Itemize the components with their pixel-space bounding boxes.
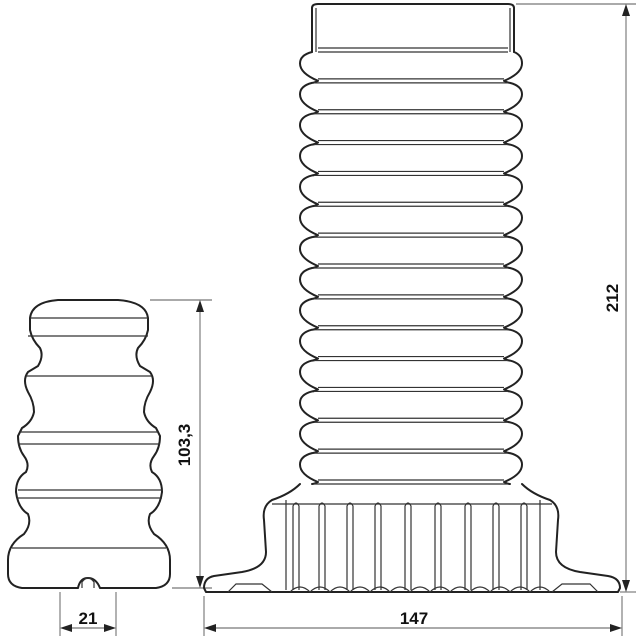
boot-flange-inner: [272, 500, 552, 590]
base-scallop: [529, 586, 551, 593]
base-scallop: [509, 586, 531, 593]
base-scallop: [429, 586, 451, 593]
base-scallop: [389, 586, 411, 593]
bump-height-label: 103,3: [175, 424, 194, 467]
base-scallop: [469, 586, 491, 593]
base-scallop: [349, 586, 371, 593]
boot-width-label: 147: [400, 609, 428, 628]
flange-rib: [492, 502, 500, 590]
flange-rib: [292, 502, 300, 590]
flange-rib: [520, 502, 528, 590]
flange-rib: [434, 502, 442, 590]
boot-base-lip: [227, 583, 599, 593]
base-scallop: [409, 586, 431, 593]
boot-bellows-folds: [314, 78, 508, 485]
base-scallop: [489, 586, 511, 593]
boot-flange: [203, 483, 621, 593]
base-scallop: [309, 586, 331, 593]
boot-height-dimension: [516, 3, 636, 593]
flange-rib: [464, 502, 472, 590]
flange-rib: [374, 502, 382, 590]
flange-rib: [404, 502, 412, 590]
boot-bellows-left: [299, 51, 319, 485]
boot-bellows-right: [503, 51, 523, 485]
boot-height-label: 212: [603, 284, 622, 312]
base-scallop: [449, 586, 471, 593]
flange-rib: [318, 502, 326, 590]
base-scallop: [329, 586, 351, 593]
boot-width-dimension: [203, 596, 623, 636]
bump-stop: [7, 299, 171, 589]
bump-hole-notch: [81, 577, 95, 588]
dust-boot: [203, 3, 621, 593]
base-scallop: [369, 586, 391, 593]
boot-flange-ribs: [292, 502, 528, 590]
boot-neck: [311, 3, 515, 53]
bump-hole-label: 21: [79, 609, 98, 628]
bump-hole-dimension: [59, 592, 117, 636]
bump-height-dimension: [150, 299, 212, 589]
base-scallop: [289, 586, 311, 593]
boot-base-scallops: [289, 586, 551, 593]
flange-rib: [346, 502, 354, 590]
